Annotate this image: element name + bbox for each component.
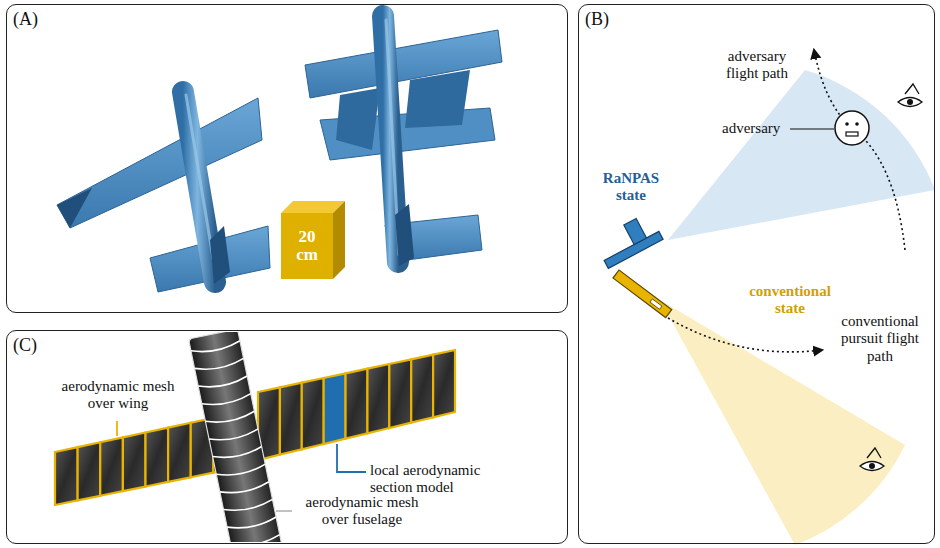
fuselage-ring xyxy=(205,411,255,425)
conventional-aircraft-state xyxy=(613,270,672,318)
fuselage-rings xyxy=(191,341,284,542)
leader-line xyxy=(116,421,118,436)
aerodynamic-mesh-model xyxy=(55,332,455,542)
ranpas-aircraft-state xyxy=(594,212,663,268)
conventional-aircraft-model xyxy=(57,92,270,292)
cube-side xyxy=(333,201,345,279)
illustration-part xyxy=(305,30,502,98)
callout-label: aerodynamic mesh over fuselage xyxy=(294,494,430,529)
illustration-part xyxy=(907,99,913,105)
mesh-panel xyxy=(100,437,123,495)
callout-label: local aerodynamic section model xyxy=(370,462,502,497)
mesh-panel xyxy=(302,378,324,449)
fuselage-ring xyxy=(198,376,248,390)
actor-label: adversary xyxy=(722,120,786,137)
panel-label: (A) xyxy=(13,10,38,30)
illustration-part xyxy=(668,70,935,240)
illustration-part xyxy=(860,462,884,471)
cube-face: 20 cm xyxy=(281,213,333,279)
mesh-panel xyxy=(146,428,169,487)
figure-panel: (A) 20 cm xyxy=(6,4,568,313)
leader-line xyxy=(337,444,366,472)
path-label: adversary flight path xyxy=(716,48,798,83)
leader-line xyxy=(790,128,834,129)
mesh-panel xyxy=(280,383,302,455)
illustration-part xyxy=(613,270,672,318)
fuselage-ring xyxy=(191,341,241,355)
illustration-part xyxy=(183,92,215,282)
illustration-part xyxy=(210,226,230,284)
scale-cube: 20 cm xyxy=(281,199,347,281)
illustration-part xyxy=(336,88,380,150)
mesh-panel xyxy=(324,373,346,444)
fuselage-ring xyxy=(223,499,273,513)
illustration-part xyxy=(867,448,881,458)
fuselage-ring xyxy=(227,517,277,531)
fuselage-ring xyxy=(231,535,281,542)
leader-line xyxy=(276,510,292,512)
eye-symbol xyxy=(860,448,884,471)
illustration-part xyxy=(395,204,414,266)
mesh-panel xyxy=(346,369,368,439)
state-label: conventional state xyxy=(738,283,842,318)
adversary-face xyxy=(835,111,869,145)
fuselage-mesh xyxy=(189,332,285,542)
fuselage-ring xyxy=(195,358,245,372)
cube-front xyxy=(281,213,333,279)
dimension-label: 20 cm xyxy=(292,228,322,264)
fuselage-ring xyxy=(202,394,252,408)
mesh-panel xyxy=(433,350,455,417)
sensor-cones xyxy=(660,70,935,545)
figure-panel: (C) xyxy=(6,330,568,544)
illustration-part xyxy=(405,70,470,128)
mesh-panel xyxy=(78,442,101,500)
fuselage-ring xyxy=(209,429,259,443)
illustration-part xyxy=(869,463,875,469)
fuselage-ring xyxy=(213,447,263,461)
mesh-panel xyxy=(168,423,191,482)
mesh-panel xyxy=(389,359,411,428)
illustration-part xyxy=(845,122,849,126)
mesh-panel xyxy=(55,447,78,505)
illustration-part xyxy=(383,16,398,262)
pursuit-path xyxy=(668,318,822,352)
illustration-part xyxy=(846,132,858,136)
illustration-part xyxy=(855,122,859,126)
state-label: RaNPAS state xyxy=(598,170,664,205)
illustration-part xyxy=(57,98,262,228)
illustration-part xyxy=(898,98,922,107)
eye-symbol xyxy=(898,84,922,107)
callout-label: aerodynamic mesh over wing xyxy=(50,378,186,413)
illustration-part xyxy=(189,332,284,542)
figure-panel: (B) xyxy=(578,4,935,544)
illustration-part xyxy=(905,84,919,94)
mesh-panel xyxy=(123,433,146,492)
illustration-part xyxy=(57,188,92,228)
illustration-part xyxy=(624,219,647,245)
mesh-panel xyxy=(411,355,433,423)
illustration-part xyxy=(650,299,662,309)
panel-label: (C) xyxy=(13,336,37,356)
fuselage-ring xyxy=(216,464,266,478)
illustration-part xyxy=(835,111,869,145)
path-label: conventional pursuit flight path xyxy=(830,313,930,365)
mesh-panel xyxy=(367,364,389,433)
adversary-path xyxy=(814,50,905,250)
panel-label: (B) xyxy=(585,10,609,30)
fuselage-ring xyxy=(220,482,270,496)
